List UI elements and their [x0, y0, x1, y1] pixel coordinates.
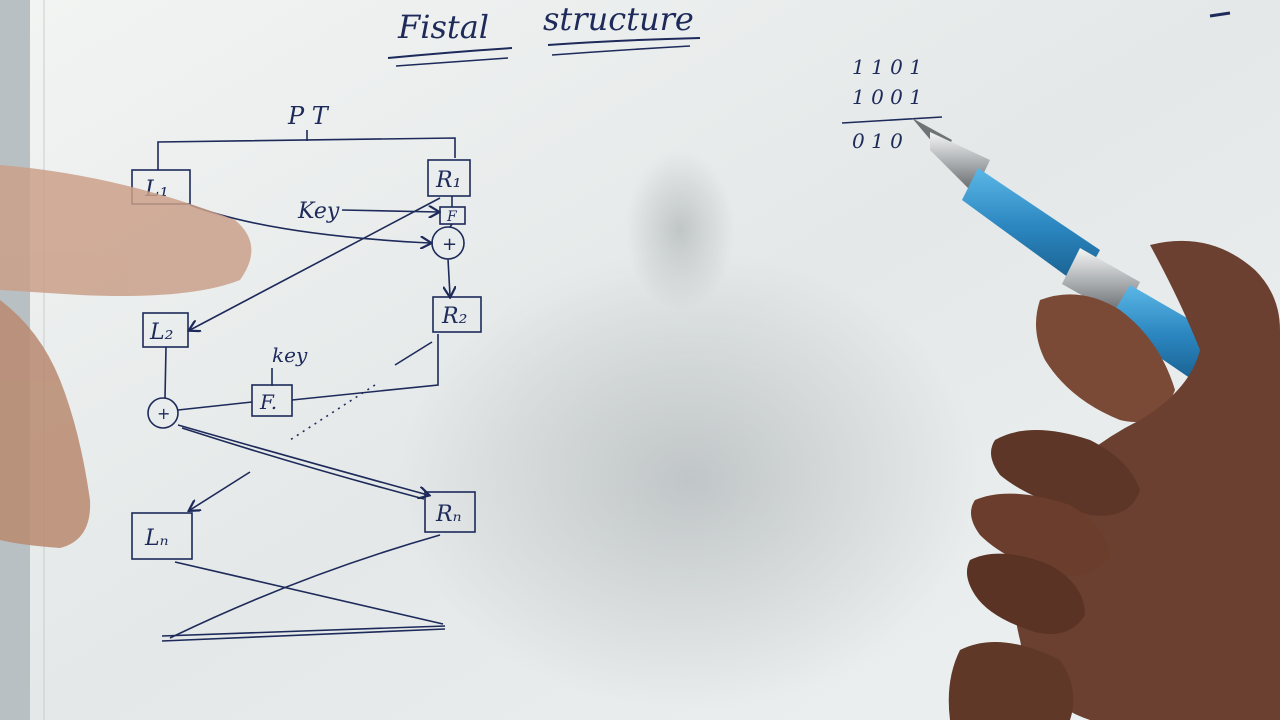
ciphertext-line	[161, 625, 446, 637]
block-rn	[424, 491, 476, 533]
title-word-fistal: Fistal	[397, 8, 489, 46]
feistel-diagram: P T L₁ R₁ Key F + L₂ R₂ key F.	[131, 102, 482, 642]
f-to-xor-2	[177, 401, 253, 411]
xor-2-to-rn	[177, 424, 428, 495]
title-underline-3	[547, 37, 701, 46]
middle-finger	[991, 430, 1140, 516]
pen-barrel-back	[1108, 285, 1225, 385]
xor-2-symbol: +	[157, 404, 170, 423]
block-r2	[432, 296, 482, 333]
block-l2-label: L₂	[149, 320, 173, 345]
title-word-structure: structure	[543, 0, 694, 38]
r2-to-f	[291, 334, 439, 401]
title-underline-4	[551, 45, 691, 56]
function-label-1: F	[446, 209, 458, 225]
xor-example: 1 1 0 1 1 0 0 1 0 1 0	[841, 55, 943, 153]
pen-ring	[1062, 248, 1140, 318]
block-r2-label: R₂	[441, 304, 467, 329]
ln-cross-line	[174, 561, 444, 625]
block-r1	[427, 159, 471, 197]
title: Fistal structure	[387, 0, 701, 67]
key-label-1: Key	[297, 199, 340, 224]
block-rn-label: Rₙ	[435, 502, 461, 527]
title-underline-1	[387, 47, 513, 59]
pen-barrel-front	[962, 168, 1100, 286]
dotted-cross-line	[289, 384, 376, 441]
ring-finger	[971, 493, 1110, 576]
xor-example-row-1: 1 1 0 1	[852, 55, 922, 79]
r2-tick	[394, 341, 433, 366]
key-arrow-1	[341, 210, 438, 212]
l2-to-xor-2	[164, 346, 167, 399]
xor-2	[147, 397, 179, 429]
xor-example-rule	[841, 116, 943, 124]
block-ln	[131, 512, 193, 560]
index-finger	[1036, 294, 1175, 422]
title-underline-2	[395, 57, 509, 67]
lower-finger	[948, 642, 1074, 720]
right-hand	[948, 240, 1280, 720]
function-label-2: F.	[259, 390, 277, 414]
r1-to-l2	[190, 197, 441, 330]
block-r1-label: R₁	[435, 168, 461, 193]
xor-example-row-2: 1 0 0 1	[852, 85, 922, 109]
ciphertext-line-2	[161, 628, 446, 642]
rn-cross-line	[169, 534, 441, 639]
f-to-xor-1	[449, 223, 453, 228]
little-finger	[966, 553, 1085, 634]
pen	[912, 118, 1225, 385]
xor-2-to-rn-double	[181, 427, 425, 500]
xor-1-to-r2	[448, 258, 450, 296]
ink-mark	[1209, 11, 1231, 18]
left-hand	[0, 165, 252, 548]
person-shadow	[400, 150, 980, 710]
to-ln-arrow	[190, 471, 251, 510]
xor-example-result: 0 1 0	[852, 129, 903, 153]
block-ln-label: Lₙ	[144, 526, 169, 551]
xor-1-symbol: +	[442, 234, 457, 255]
plaintext-label: P T	[287, 102, 330, 130]
key-label-2: key	[272, 343, 308, 367]
function-box-2	[251, 384, 293, 417]
